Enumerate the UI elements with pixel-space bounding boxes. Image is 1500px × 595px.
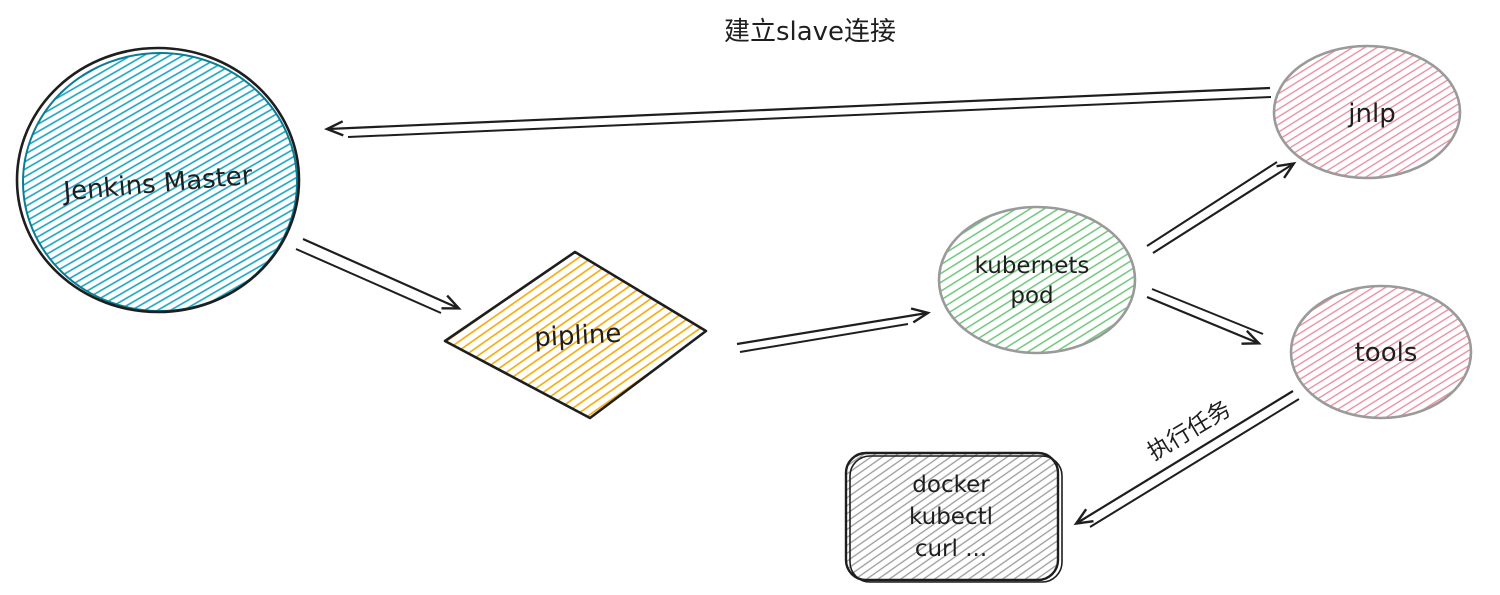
edge-line-sketch [1151,288,1264,335]
jenkins-master-outline [15,46,301,314]
edge-pod-to-tools [1146,288,1264,345]
edge-tools-to-box: 执行任务 [1073,390,1300,528]
jnlp-label: jnlp [1347,99,1395,129]
tools-shape [1289,284,1473,420]
tools-box-label-line1: docker [912,472,990,498]
kubernetes-pod-label-line1: kubernets [975,253,1090,279]
pipeline-label: pipline [533,319,622,354]
edge-jnlp-to-master: 建立slave连接 [324,17,1272,138]
edge-line-sketch [347,96,1272,138]
node-tools: tools [1289,284,1473,420]
edge-pod-to-jnlp [1146,161,1297,254]
edge-line-sketch [739,323,909,353]
node-jenkins-master: Jenkins Master [15,46,301,314]
edge-line-sketch [295,248,442,314]
edge-label-slave-connection: 建立slave连接 [724,17,896,47]
edge-master-to-pipeline [295,237,462,314]
kubernetes-pod-shape [937,205,1137,355]
node-pipeline: pipline [443,250,708,420]
tools-label: tools [1355,338,1418,368]
edge-line [1073,390,1294,526]
edge-pipeline-to-pod [736,307,931,353]
tools-box-shape [844,451,1060,582]
jnlp-shape [1272,44,1462,180]
edge-line [736,307,931,346]
edge-line [1152,161,1297,254]
node-jnlp: jnlp [1272,44,1462,180]
edge-line [302,237,462,310]
edge-line-sketch [1089,398,1300,528]
edge-line [324,86,1271,137]
pipeline-shape [443,250,708,420]
edge-line [1146,295,1262,345]
tools-box-outline [849,455,1063,583]
kubernetes-pod-label-line2: pod [1010,283,1053,309]
edge-line-sketch [1146,161,1278,247]
node-tools-box: docker kubectl curl ... [844,451,1063,583]
tools-box-label-line3: curl ... [915,536,987,562]
node-kubernetes-pod: kubernets pod [937,205,1137,355]
tools-box-label-line2: kubectl [909,504,993,530]
